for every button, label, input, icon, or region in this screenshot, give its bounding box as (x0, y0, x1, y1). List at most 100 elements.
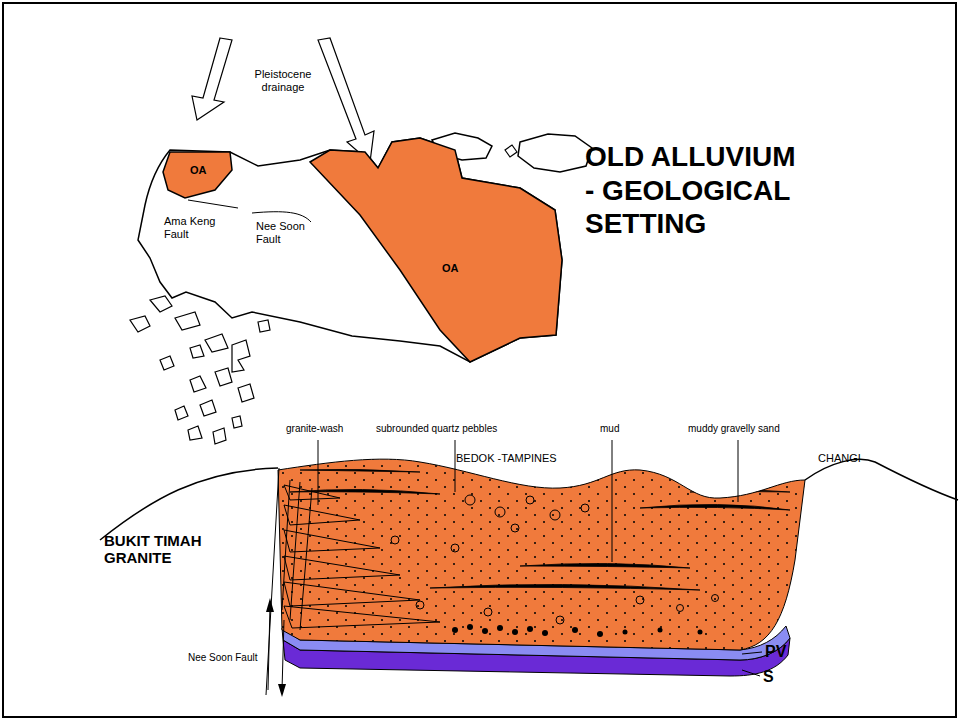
drawing-part (581, 504, 589, 512)
drawing-part (391, 536, 399, 544)
drawing-part (497, 625, 503, 631)
drawing-part (556, 616, 564, 624)
layer-label: S (763, 668, 774, 686)
fault-name: Ama Keng Fault (164, 215, 224, 240)
drawing-part (150, 296, 172, 312)
drawing-part (205, 334, 228, 352)
drawing-part (190, 376, 206, 392)
drawing-part (282, 480, 290, 610)
cross-section (100, 440, 958, 697)
drawing-part (451, 544, 459, 552)
drawing-part (512, 629, 518, 635)
islet (505, 145, 517, 157)
drainage-arrow (318, 38, 374, 162)
drawing-part (290, 482, 300, 620)
drawing-part (175, 312, 200, 330)
region-outline (163, 152, 232, 198)
drawing-part (658, 628, 663, 633)
layer-label: PV (765, 643, 786, 661)
place-name: BEDOK -TAMPINES (456, 452, 557, 465)
fault-arrow-down-head (278, 684, 286, 697)
fault-arrow-up (268, 605, 270, 690)
drawing-part (430, 584, 700, 590)
frame (3, 3, 956, 717)
granite-wash-wedges (282, 480, 440, 630)
drawing-part (550, 510, 560, 520)
drawing-part (258, 320, 270, 332)
alluvium-region: OA (300, 130, 570, 370)
drawing-part (290, 489, 440, 494)
region-label: OA (442, 262, 459, 274)
rock-name: BUKIT TIMAH GRANITE (104, 532, 216, 567)
drawing-part (636, 596, 644, 604)
drawing-part (542, 630, 548, 636)
map (130, 38, 592, 444)
lenses (290, 469, 790, 590)
unit-label: muddy gravelly sand (688, 423, 780, 435)
unit-label: granite-wash (286, 423, 343, 435)
drawing-part (232, 416, 242, 428)
drawing-part (188, 426, 202, 440)
fault-name: Nee Soon Fault (188, 652, 258, 664)
drawing-part (213, 428, 226, 444)
fault-name: Nee Soon Fault (256, 220, 312, 245)
drawing-part (527, 626, 533, 632)
diagram-title: OLD ALLUVIUM - GEOLOGICAL SETTING (585, 140, 800, 241)
drawing-part (455, 440, 456, 492)
drawing-part (572, 627, 578, 633)
drawing-part (484, 608, 492, 616)
drawing-part (284, 530, 380, 552)
drawing-part (511, 524, 519, 532)
drawing-part (215, 368, 232, 386)
drawing-part (526, 496, 534, 504)
drawing-part (698, 630, 703, 635)
drawing-part (623, 630, 628, 635)
drawing-part (284, 556, 400, 580)
drawing-part (690, 490, 790, 492)
region-shape (160, 148, 236, 204)
drawing-part (495, 507, 505, 517)
region-outline (310, 138, 562, 362)
drawing-part (130, 316, 150, 332)
note: Pleistocene drainage (244, 68, 322, 93)
drawing-part (416, 601, 424, 609)
drawing-part (712, 595, 719, 602)
ground-surface (805, 459, 958, 500)
drawing-part (284, 505, 360, 525)
basal-gravel (452, 624, 703, 637)
drawing-part (160, 356, 174, 370)
drainage-arrow (192, 38, 232, 120)
drawing-part (520, 563, 690, 568)
ama-keng-fault-line (188, 200, 238, 208)
drawing-part (640, 504, 790, 510)
drawing-part (738, 440, 739, 502)
drawing-part (612, 440, 613, 562)
drawing-part (175, 406, 188, 420)
quartz-pebbles (391, 495, 719, 624)
fault-arrow-up-head (266, 598, 274, 612)
drawing-part (452, 627, 458, 633)
drawing-part (238, 384, 254, 402)
unit-label: subrounded quartz pebbles (376, 423, 497, 435)
ground-surface (100, 468, 278, 540)
unit-label: mud (600, 423, 619, 435)
drawing-part (284, 606, 440, 628)
drawing-part (742, 652, 762, 654)
drawing-part (597, 631, 603, 637)
drawing-part (482, 628, 488, 634)
drawing-part (284, 582, 420, 606)
pulau-tekong (518, 134, 592, 172)
region-shape (300, 130, 570, 370)
drawing-part (742, 670, 760, 676)
drawing-part (467, 624, 473, 630)
place-name: CHANGI (818, 452, 861, 465)
drawing-part (300, 488, 312, 630)
southern-islands (130, 296, 270, 444)
drawing-part (232, 340, 250, 372)
alluvium-region: OA (160, 148, 236, 204)
drawing-part (465, 495, 475, 505)
region-label: OA (190, 164, 207, 176)
drawing-part (318, 440, 319, 505)
island-outline (138, 138, 562, 362)
